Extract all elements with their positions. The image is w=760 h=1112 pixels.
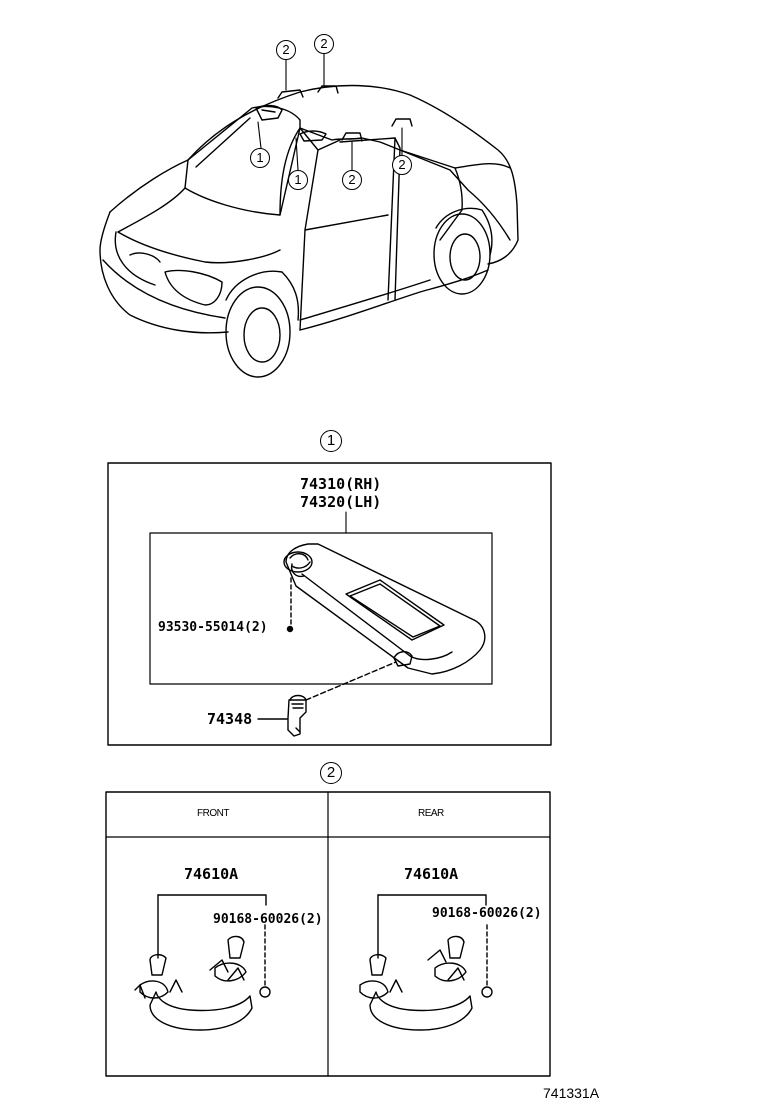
illustration-code: 741331A	[543, 1085, 600, 1101]
callout-1-b: 1	[288, 170, 308, 190]
rear-grip-part-number: 74610A	[404, 865, 459, 883]
front-grip-shape	[134, 894, 271, 1031]
part-number-rh: 74310(RH)	[300, 475, 382, 493]
front-grip-part-number: 74610A	[184, 865, 239, 883]
rear-screw-part-number: 90168-60026(2)	[432, 906, 542, 921]
holder-part-number: 74348	[207, 710, 253, 728]
callout-2-b: 2	[314, 34, 334, 54]
section-2-marker: 2	[320, 762, 342, 784]
visor-holder-shape	[287, 694, 307, 737]
rear-grip-shape	[359, 894, 493, 1031]
section-1-marker: 1	[320, 430, 342, 452]
callout-2-d: 2	[392, 155, 412, 175]
part-number-lh: 74320(LH)	[300, 493, 382, 511]
callout-2-a: 2	[276, 40, 296, 60]
rear-header: REAR	[418, 808, 444, 819]
callout-1-a: 1	[250, 148, 270, 168]
front-header: FRONT	[197, 808, 229, 819]
car-illustration	[99, 84, 519, 378]
callout-2-c: 2	[342, 170, 362, 190]
screw-part-number: 93530-55014(2)	[158, 620, 268, 635]
sun-visor-shape	[283, 543, 486, 675]
front-screw-part-number: 90168-60026(2)	[213, 912, 323, 927]
